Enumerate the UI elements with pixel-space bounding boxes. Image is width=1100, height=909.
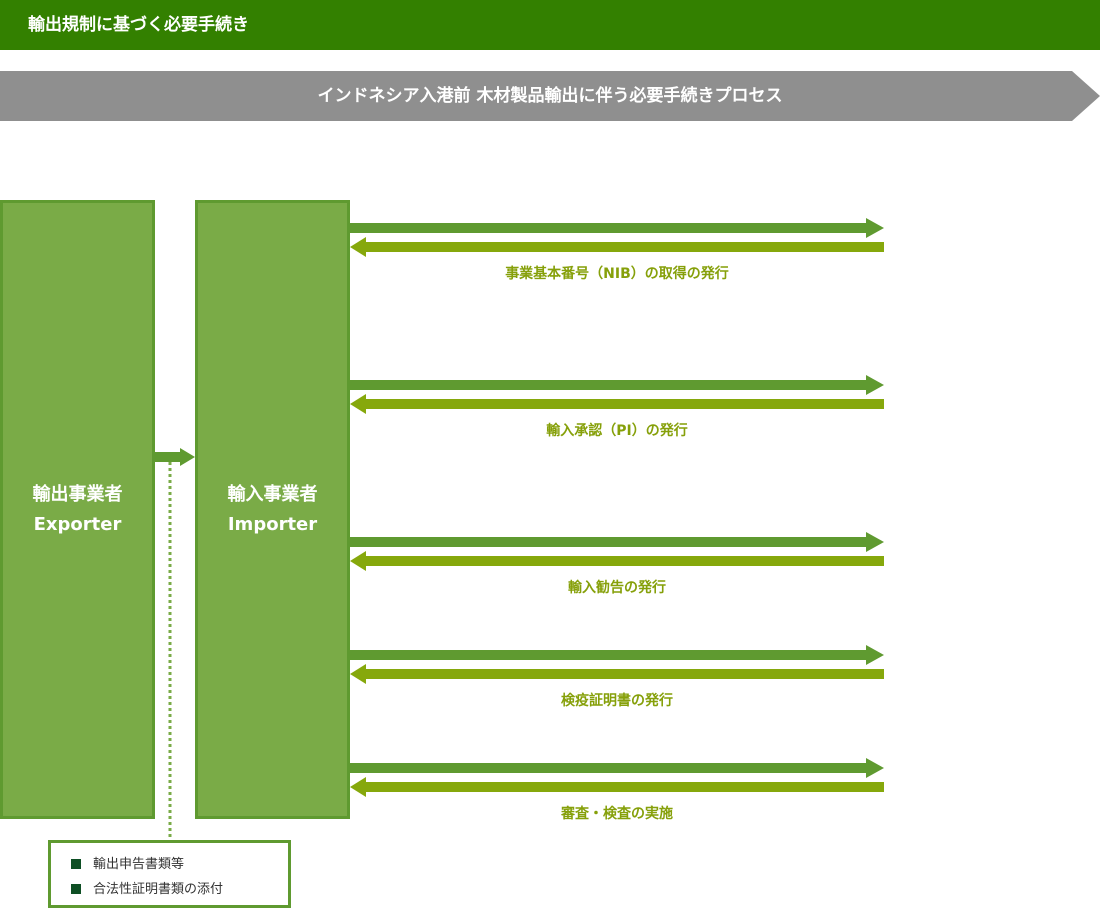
step-arrows bbox=[350, 758, 884, 797]
issue-arrow bbox=[364, 399, 884, 409]
process-banner: インドネシア入港前 木材製品輸出に伴う必要手続きプロセス bbox=[0, 71, 1100, 121]
issue-arrow bbox=[364, 556, 884, 566]
document-item: 輸出申告書類等 bbox=[71, 852, 288, 877]
step-label: 事業基本番号（NIB）の取得の発行 bbox=[505, 266, 729, 282]
request-arrow bbox=[350, 537, 868, 547]
exporter-label-en: Exporter bbox=[33, 513, 122, 535]
square-bullet-icon bbox=[71, 884, 81, 894]
step-arrows bbox=[350, 375, 884, 414]
step-arrows bbox=[350, 218, 884, 257]
document-item: 合法性証明書類の添付 bbox=[71, 877, 288, 902]
issue-arrow bbox=[364, 242, 884, 252]
request-arrow bbox=[350, 380, 868, 390]
document-text: 合法性証明書類の添付 bbox=[93, 882, 224, 897]
documents-note: 輸出申告書類等 合法性証明書類の添付 bbox=[48, 840, 291, 908]
request-arrow bbox=[350, 650, 868, 660]
step-label: 輸入承認（PI）の発行 bbox=[546, 423, 688, 439]
issue-arrow bbox=[364, 669, 884, 679]
square-bullet-icon bbox=[71, 859, 81, 869]
document-text: 輸出申告書類等 bbox=[93, 857, 185, 872]
exporter-to-importer-arrow bbox=[155, 448, 195, 466]
issue-arrow bbox=[364, 782, 884, 792]
request-arrow bbox=[350, 763, 868, 773]
step-arrows bbox=[350, 645, 884, 684]
step-label: 検疫証明書の発行 bbox=[561, 693, 673, 709]
importer-label-en: Importer bbox=[227, 513, 318, 535]
request-arrow bbox=[350, 223, 868, 233]
step-label: 輸入勧告の発行 bbox=[568, 580, 666, 596]
importer-box: 輸入事業者 Importer bbox=[195, 200, 350, 819]
process-banner-title: インドネシア入港前 木材製品輸出に伴う必要手続きプロセス bbox=[317, 86, 783, 106]
exporter-box: 輸出事業者 Exporter bbox=[0, 200, 155, 819]
exporter-label-ja: 輸出事業者 bbox=[32, 483, 123, 505]
section-header: 輸出規制に基づく必要手続き bbox=[0, 0, 1100, 50]
step-arrows bbox=[350, 532, 884, 571]
step-label: 審査・検査の実施 bbox=[561, 806, 673, 822]
importer-label-ja: 輸入事業者 bbox=[227, 483, 318, 505]
